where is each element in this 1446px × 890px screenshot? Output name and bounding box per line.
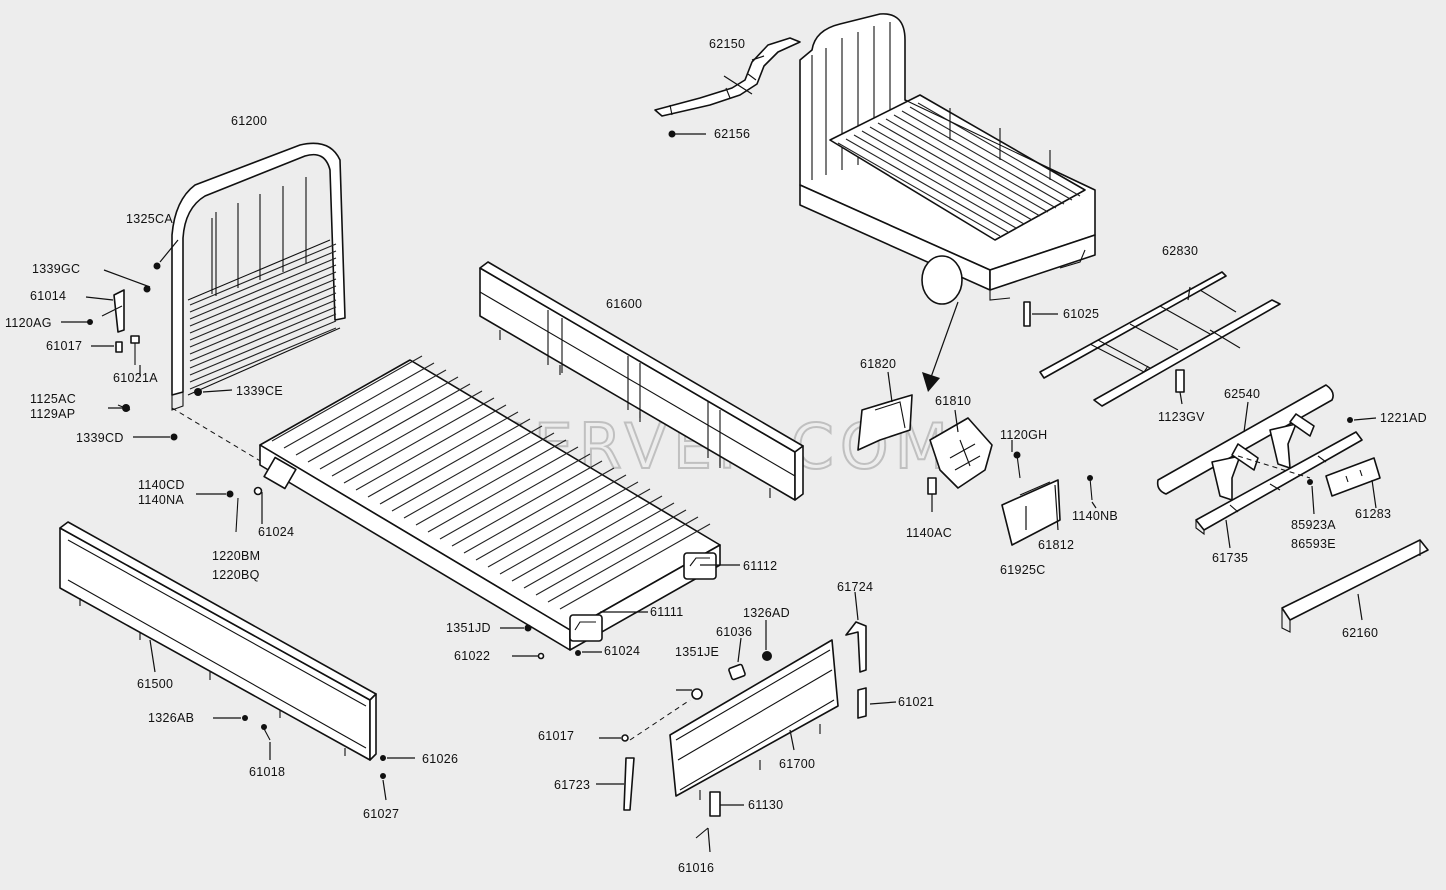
label-1339GC: 1339GC bbox=[32, 262, 80, 276]
label-1220BM: 1220BM bbox=[212, 549, 260, 563]
label-1351JD: 1351JD bbox=[446, 621, 491, 635]
part-61025 bbox=[1023, 301, 1031, 327]
label-61500: 61500 bbox=[137, 677, 173, 691]
label-1140NA: 1140NA bbox=[138, 493, 184, 507]
part-1221AD-bolt bbox=[1347, 417, 1353, 423]
label-62156: 62156 bbox=[714, 127, 750, 141]
label-1339CE: 1339CE bbox=[236, 384, 283, 398]
part-61200-headboard bbox=[171, 142, 346, 411]
part-62156-bolt bbox=[668, 130, 676, 138]
label-61021: 61021 bbox=[898, 695, 934, 709]
label-61017-left: 61017 bbox=[46, 339, 82, 353]
label-1125AC: 1125AC bbox=[30, 392, 76, 406]
part-61810-mudguard-bracket bbox=[929, 417, 993, 489]
label-61021A: 61021A bbox=[113, 371, 158, 385]
label-61723: 61723 bbox=[554, 778, 590, 792]
label-1140CD: 1140CD bbox=[138, 478, 185, 492]
label-61283: 61283 bbox=[1355, 507, 1391, 521]
label-61820: 61820 bbox=[860, 357, 896, 371]
label-62830: 62830 bbox=[1162, 244, 1198, 258]
part-62160-bar bbox=[1281, 539, 1429, 633]
label-61112: 61112 bbox=[743, 559, 777, 573]
label-61130: 61130 bbox=[748, 798, 783, 812]
label-61014: 61014 bbox=[30, 289, 66, 303]
label-1129AP: 1129AP bbox=[30, 407, 75, 421]
label-1221AD: 1221AD bbox=[1380, 411, 1427, 425]
label-61724: 61724 bbox=[837, 580, 873, 594]
label-1140AC: 1140AC bbox=[906, 526, 952, 540]
label-61036: 61036 bbox=[716, 625, 752, 639]
label-61600: 61600 bbox=[606, 297, 642, 311]
label-61700: 61700 bbox=[779, 757, 815, 771]
mudguard-fasteners bbox=[927, 451, 1093, 546]
label-62540: 62540 bbox=[1224, 387, 1260, 401]
label-61810: 61810 bbox=[935, 394, 971, 408]
part-61735-rail bbox=[1195, 431, 1363, 536]
part-85923A-clip bbox=[1307, 479, 1313, 485]
part-61600-side-gate bbox=[479, 261, 804, 501]
part-61820-bracket bbox=[857, 394, 913, 451]
label-1123GV: 1123GV bbox=[1158, 410, 1205, 424]
label-86593E: 86593E bbox=[1291, 537, 1336, 551]
tailgate-fasteners bbox=[621, 621, 867, 839]
part-number-labels: 62150 62156 61200 1325CA 1339GC 61014 11… bbox=[5, 37, 1427, 875]
label-1220BQ: 1220BQ bbox=[212, 568, 260, 582]
label-61200: 61200 bbox=[231, 114, 267, 128]
label-61026: 61026 bbox=[422, 752, 458, 766]
part-61283-plate bbox=[1325, 457, 1381, 497]
label-61016: 61016 bbox=[678, 861, 714, 875]
headboard-fasteners bbox=[87, 262, 202, 441]
label-1140NB: 1140NB bbox=[1072, 509, 1118, 523]
part-61700-tail-gate bbox=[669, 639, 839, 800]
label-61111: 61111 bbox=[650, 605, 683, 619]
label-1351JE: 1351JE bbox=[675, 645, 719, 659]
label-1326AD: 1326AD bbox=[743, 606, 790, 620]
label-1120GH: 1120GH bbox=[1000, 428, 1047, 442]
label-1326AB: 1326AB bbox=[148, 711, 194, 725]
label-61025: 61025 bbox=[1063, 307, 1099, 321]
label-61925C: 61925C bbox=[1000, 563, 1046, 577]
label-61022: 61022 bbox=[454, 649, 490, 663]
part-61111-floor bbox=[259, 355, 721, 651]
part-62540-bar bbox=[1156, 384, 1334, 501]
label-1325CA: 1325CA bbox=[126, 212, 173, 226]
assembled-cargo-box bbox=[799, 13, 1096, 305]
detail-arrowhead bbox=[922, 372, 940, 392]
label-61027: 61027 bbox=[363, 807, 399, 821]
label-62150: 62150 bbox=[709, 37, 745, 51]
label-1120AG: 1120AG bbox=[5, 316, 52, 330]
part-61500-side-gate bbox=[59, 521, 377, 761]
part-62830-frame bbox=[1039, 271, 1281, 407]
label-85923A: 85923A bbox=[1291, 518, 1336, 532]
part-62150-bracket bbox=[654, 37, 801, 117]
label-61024-left: 61024 bbox=[258, 525, 294, 539]
label-61024-right: 61024 bbox=[604, 644, 640, 658]
label-61018: 61018 bbox=[249, 765, 285, 779]
label-61812: 61812 bbox=[1038, 538, 1074, 552]
floor-fasteners bbox=[226, 486, 581, 660]
label-61017-right: 61017 bbox=[538, 729, 574, 743]
frame-bolt bbox=[1175, 369, 1185, 393]
label-62160: 62160 bbox=[1342, 626, 1378, 640]
detail-arrow bbox=[929, 301, 959, 381]
label-61735: 61735 bbox=[1212, 551, 1248, 565]
gate-fasteners bbox=[242, 715, 386, 779]
label-1339CD: 1339CD bbox=[76, 431, 124, 445]
